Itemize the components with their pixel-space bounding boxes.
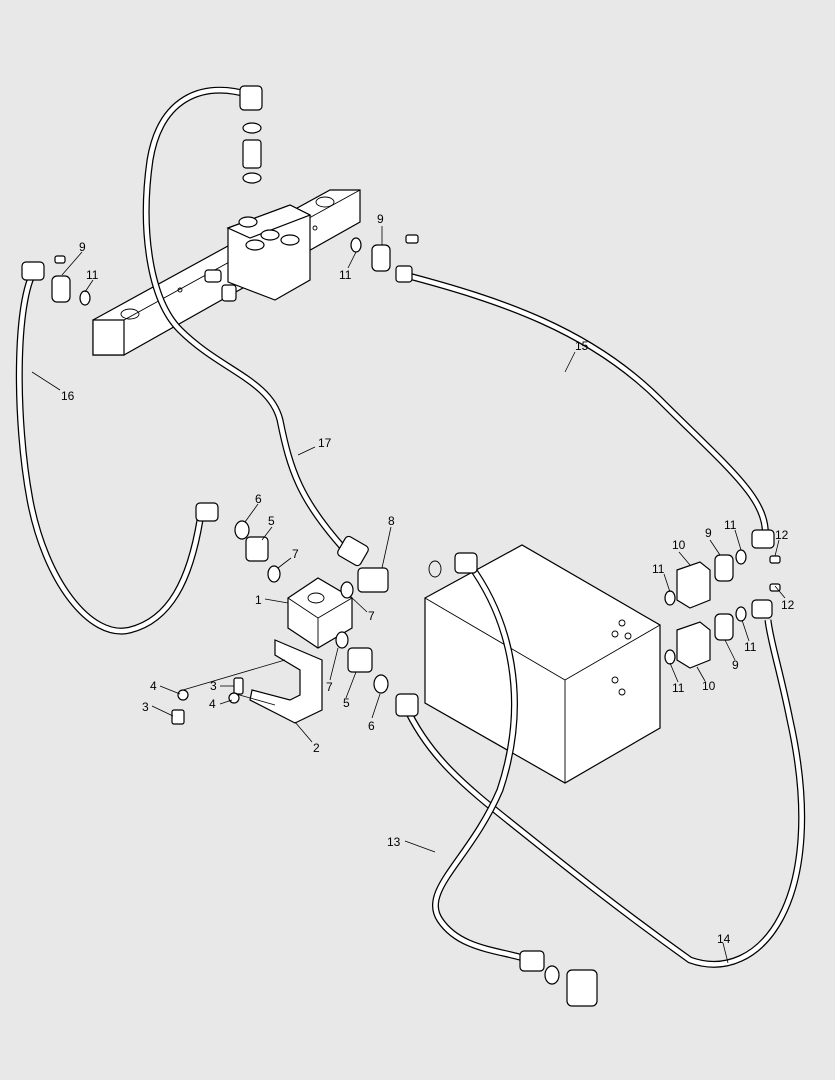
callout-labels: 9 11 16 9 11 15 17 6 5 7 8 1 7 7 5 6 4 3… <box>61 212 795 946</box>
leader-lines <box>31 226 786 964</box>
hose-13-14 <box>395 552 806 1007</box>
callout-9: 9 <box>79 240 86 254</box>
callout-11: 11 <box>339 268 352 282</box>
callout-1: 1 <box>255 593 262 607</box>
callout-11: 11 <box>724 518 737 532</box>
callout-5: 5 <box>343 696 350 710</box>
callout-15: 15 <box>575 339 589 353</box>
hose-15 <box>395 265 775 549</box>
callout-8: 8 <box>388 514 395 528</box>
hose-16 <box>15 261 219 635</box>
control-valve <box>204 204 312 302</box>
callout-4: 4 <box>209 697 216 711</box>
callout-11: 11 <box>652 562 665 576</box>
callout-12: 12 <box>781 598 795 612</box>
callout-6: 6 <box>368 719 375 733</box>
callout-7: 7 <box>368 609 375 623</box>
callout-3: 3 <box>210 679 217 693</box>
callout-16: 16 <box>61 389 75 403</box>
tank-block <box>424 544 661 784</box>
callout-7: 7 <box>292 547 299 561</box>
callout-9: 9 <box>705 526 712 540</box>
callout-17: 17 <box>318 436 332 450</box>
callout-14: 14 <box>717 932 731 946</box>
callout-11: 11 <box>86 268 99 282</box>
callout-9: 9 <box>377 212 384 226</box>
callout-4: 4 <box>150 679 157 693</box>
manifold-bar <box>92 189 361 356</box>
callout-13: 13 <box>387 835 401 849</box>
callout-11: 11 <box>672 681 685 695</box>
top-fitting-stack <box>242 122 262 184</box>
callout-10: 10 <box>672 538 686 552</box>
callout-3: 3 <box>142 700 149 714</box>
callout-11: 11 <box>744 640 757 654</box>
callout-10: 10 <box>702 679 716 693</box>
bracket <box>249 639 323 724</box>
distributor-block <box>287 577 353 649</box>
callout-7: 7 <box>326 680 333 694</box>
callout-9: 9 <box>732 658 739 672</box>
callout-6: 6 <box>255 492 262 506</box>
callout-2: 2 <box>313 741 320 755</box>
center-fittings <box>171 520 442 725</box>
hose-17 <box>142 85 369 567</box>
callout-12: 12 <box>775 528 789 542</box>
flanges <box>51 234 781 669</box>
callout-5: 5 <box>268 514 275 528</box>
